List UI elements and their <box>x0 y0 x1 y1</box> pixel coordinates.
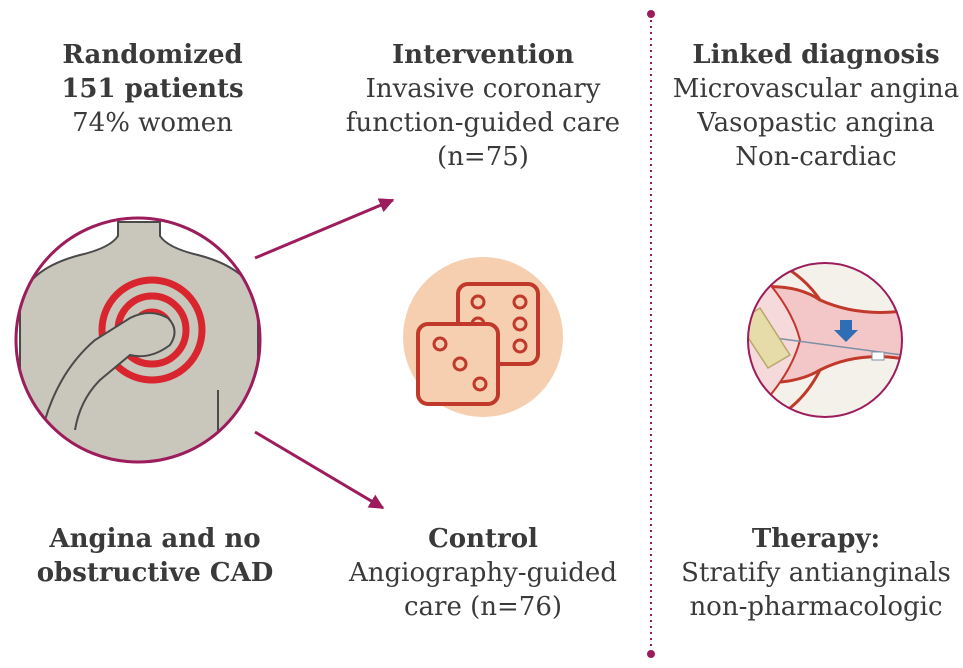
control-line-2: care (n=76) <box>403 592 563 622</box>
condition-line-2: obstructive CAD <box>36 558 274 588</box>
dice-icon <box>403 257 563 417</box>
condition-line-1: Angina and no <box>49 524 261 554</box>
control-line-1: Angiography-guided <box>349 558 617 588</box>
intervention-block: Intervention Invasive coronary function-… <box>345 38 621 174</box>
therapy-line-2: non-pharmacologic <box>689 592 943 622</box>
diagnosis-title: Linked diagnosis <box>692 40 940 70</box>
therapy-line-1: Stratify antianginals <box>681 558 951 588</box>
diagnosis-line-2: Vasopastic angina <box>697 108 935 138</box>
diagnosis-line-3: Non-cardiac <box>735 142 897 172</box>
patient-chest-pain-icon <box>14 216 262 464</box>
dotted-divider <box>647 10 655 658</box>
therapy-title: Therapy: <box>751 524 881 554</box>
condition-block: Angina and no obstructive CAD <box>20 522 290 590</box>
randomized-block: Randomized 151 patients 74% women <box>30 38 275 140</box>
women-percentage: 74% women <box>72 108 233 138</box>
intervention-line-2: function-guided care <box>345 108 621 138</box>
artery-catheter-icon <box>747 262 903 418</box>
intervention-title: Intervention <box>392 40 574 70</box>
randomized-title: Randomized <box>62 40 243 70</box>
control-block: Control Angiography-guided care (n=76) <box>345 522 621 624</box>
intervention-line-1: Invasive coronary <box>365 74 601 104</box>
patient-count: 151 patients <box>61 74 244 104</box>
arrow-to-control <box>254 430 385 510</box>
arrow-to-intervention <box>254 198 395 260</box>
therapy-block: Therapy: Stratify antianginals non-pharm… <box>672 522 960 624</box>
intervention-count: (n=75) <box>437 142 529 172</box>
control-title: Control <box>428 524 538 554</box>
diagnosis-block: Linked diagnosis Microvascular angina Va… <box>672 38 960 174</box>
diagnosis-line-1: Microvascular angina <box>672 74 960 104</box>
